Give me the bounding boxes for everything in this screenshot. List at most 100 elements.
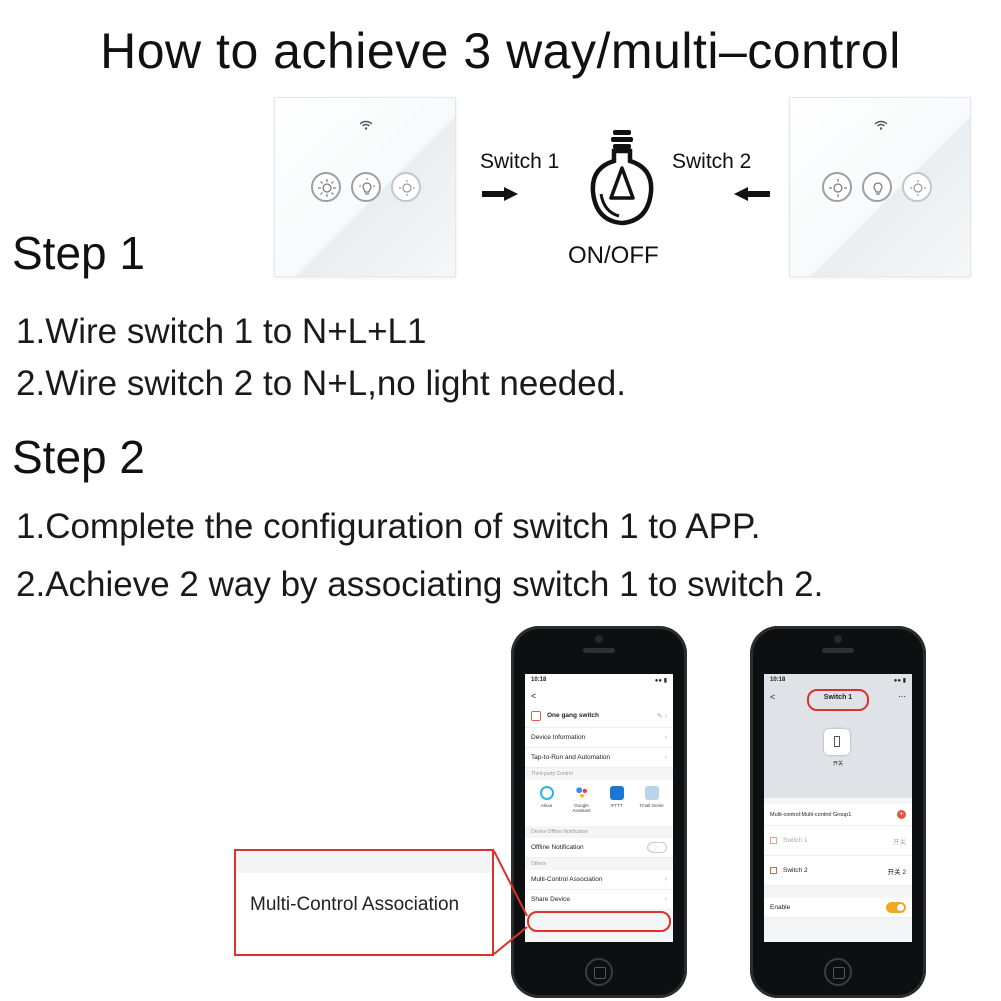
row-label: Multi-Control Association (531, 876, 603, 883)
chevron-right-icon: › (664, 734, 667, 741)
switch1-title: Switch 1 (823, 694, 853, 701)
touch-button-dim-icon (822, 172, 852, 202)
touch-button-dim-icon (311, 172, 341, 202)
alexa-item[interactable]: Alexa (532, 786, 562, 822)
alexa-icon (539, 786, 554, 800)
highlight-switch1-title (807, 689, 869, 711)
switch-panel-1 (274, 97, 456, 277)
chevron-right-icon: › (664, 876, 667, 883)
wifi-icon (359, 120, 373, 130)
enable-row[interactable]: Enable (764, 898, 912, 918)
third-party-grid: Alexa Google Assistant IFTTT Tmall Genie (525, 780, 673, 826)
edit-icon[interactable]: ✎ › (656, 712, 667, 720)
switch-item-icon (770, 837, 777, 844)
ifttt-item[interactable]: IFTTT (602, 786, 632, 822)
on-off-label: ON/OFF (568, 242, 659, 269)
more-icon[interactable]: ⋯ (898, 692, 906, 701)
enable-label: Enable (770, 904, 791, 911)
callout-label: Multi-Control Association (250, 894, 460, 915)
tap-to-run-row[interactable]: Tap-to-Run and Automation › (525, 748, 673, 768)
tmall-genie-icon (644, 786, 659, 800)
phone-2: 10:18 ●● ▮ < Switch 1 ⋯ 开关 Multi-control:… (750, 626, 926, 998)
item-value: 开关 2 (887, 868, 906, 876)
phone-1: 10:18 ●● ▮ < One gang switch ✎ › Device I… (511, 626, 687, 998)
ifttt-icon (609, 786, 624, 800)
section-offline: Device Offline Notification (531, 829, 589, 835)
step1-line-1: 1.Wire switch 1 to N+L+L1 (16, 312, 427, 351)
group-row[interactable]: Multi-control:Multi-control Group1 + (764, 804, 912, 826)
section-third-party: Third-party Control (531, 771, 573, 777)
section-others: Others (531, 861, 547, 867)
step2-line-2: 2.Achieve 2 way by associating switch 1 … (16, 565, 824, 604)
google-assistant-icon (574, 786, 589, 800)
callout-box: Multi-Control Association (234, 849, 494, 956)
multi-control-row[interactable]: Multi-Control Association › (525, 870, 673, 890)
offline-toggle[interactable] (647, 842, 667, 853)
phone1-screen: 10:18 ●● ▮ < One gang switch ✎ › Device I… (525, 674, 673, 942)
enable-toggle[interactable] (886, 902, 906, 913)
step1-line-2: 2.Wire switch 2 to N+L,no light needed. (16, 364, 626, 403)
switch2-item[interactable]: Switch 2 开关 2 (764, 856, 912, 886)
item-name: Switch 1 (783, 837, 808, 844)
home-button[interactable] (824, 958, 852, 986)
camera-icon (595, 635, 603, 643)
step2-line-1: 1.Complete the configuration of switch 1… (16, 507, 761, 546)
status-bar: 10:18 ●● ▮ (525, 674, 673, 688)
status-bar: 10:18 ●● ▮ (764, 674, 912, 688)
tmall-item[interactable]: Tmall Genie (637, 786, 667, 822)
arrow-left-icon (734, 187, 770, 201)
switch1-label: Switch 1 (480, 150, 560, 173)
device-preview: 10:18 ●● ▮ < Switch 1 ⋯ 开关 (764, 674, 912, 798)
status-time: 10:18 (531, 677, 547, 683)
chevron-right-icon: › (664, 754, 667, 761)
group-label: Multi-control:Multi-control Group1 (770, 811, 852, 818)
light-bulb-icon (590, 130, 654, 226)
speaker-grille (583, 648, 615, 653)
google-label: Google Assistant (572, 803, 591, 813)
back-icon[interactable]: < (531, 691, 537, 701)
item-value: 开关 (893, 838, 906, 846)
camera-icon (834, 635, 842, 643)
home-button[interactable] (585, 958, 613, 986)
device-info-row[interactable]: Device Information › (525, 728, 673, 748)
add-icon[interactable]: + (897, 810, 906, 819)
item-name: Switch 2 (783, 867, 808, 874)
row-label: Tap-to-Run and Automation (531, 754, 611, 761)
chevron-right-icon: › (664, 896, 667, 903)
row-label: Offline Notification (531, 844, 584, 851)
battery-icon: ●● ▮ (654, 678, 667, 684)
touch-button-bulb-icon (351, 172, 381, 202)
callout-band (236, 851, 492, 873)
device-name: One gang switch (547, 712, 600, 719)
touch-button-brighten-icon (391, 172, 421, 202)
touch-button-bulb-icon (862, 172, 892, 202)
highlight-multi-control (527, 911, 671, 932)
switch-item-icon (770, 867, 777, 874)
share-device-row[interactable]: Share Device › (525, 890, 673, 910)
ifttt-label: IFTTT (610, 803, 623, 808)
back-row[interactable]: < (525, 688, 673, 704)
alexa-label: Alexa (540, 803, 553, 808)
battery-icon: ●● ▮ (893, 678, 906, 684)
switch2-label: Switch 2 (672, 150, 752, 173)
device-icon (531, 710, 541, 721)
device-caption: 开关 (832, 761, 843, 767)
touch-button-brighten-icon (902, 172, 932, 202)
page-title: How to achieve 3 way/multi–control (100, 23, 901, 79)
device-switch-icon (824, 729, 850, 755)
step1-heading: Step 1 (12, 227, 145, 279)
status-time: 10:18 (770, 677, 786, 683)
google-item[interactable]: Google Assistant (567, 786, 597, 822)
tmall-label: Tmall Genie (639, 803, 664, 808)
step2-heading: Step 2 (12, 431, 145, 483)
switch1-item[interactable]: Switch 1 开关 (764, 826, 912, 856)
row-label: Device Information (531, 734, 586, 741)
row-label: Share Device (531, 896, 571, 903)
wifi-icon (874, 120, 888, 130)
speaker-grille (822, 648, 854, 653)
device-header[interactable]: One gang switch ✎ › (525, 704, 673, 728)
back-icon[interactable]: < (770, 692, 776, 702)
switch-panel-2 (789, 97, 971, 277)
phone2-screen: 10:18 ●● ▮ < Switch 1 ⋯ 开关 Multi-control:… (764, 674, 912, 942)
offline-notification-row[interactable]: Offline Notification (525, 838, 673, 858)
